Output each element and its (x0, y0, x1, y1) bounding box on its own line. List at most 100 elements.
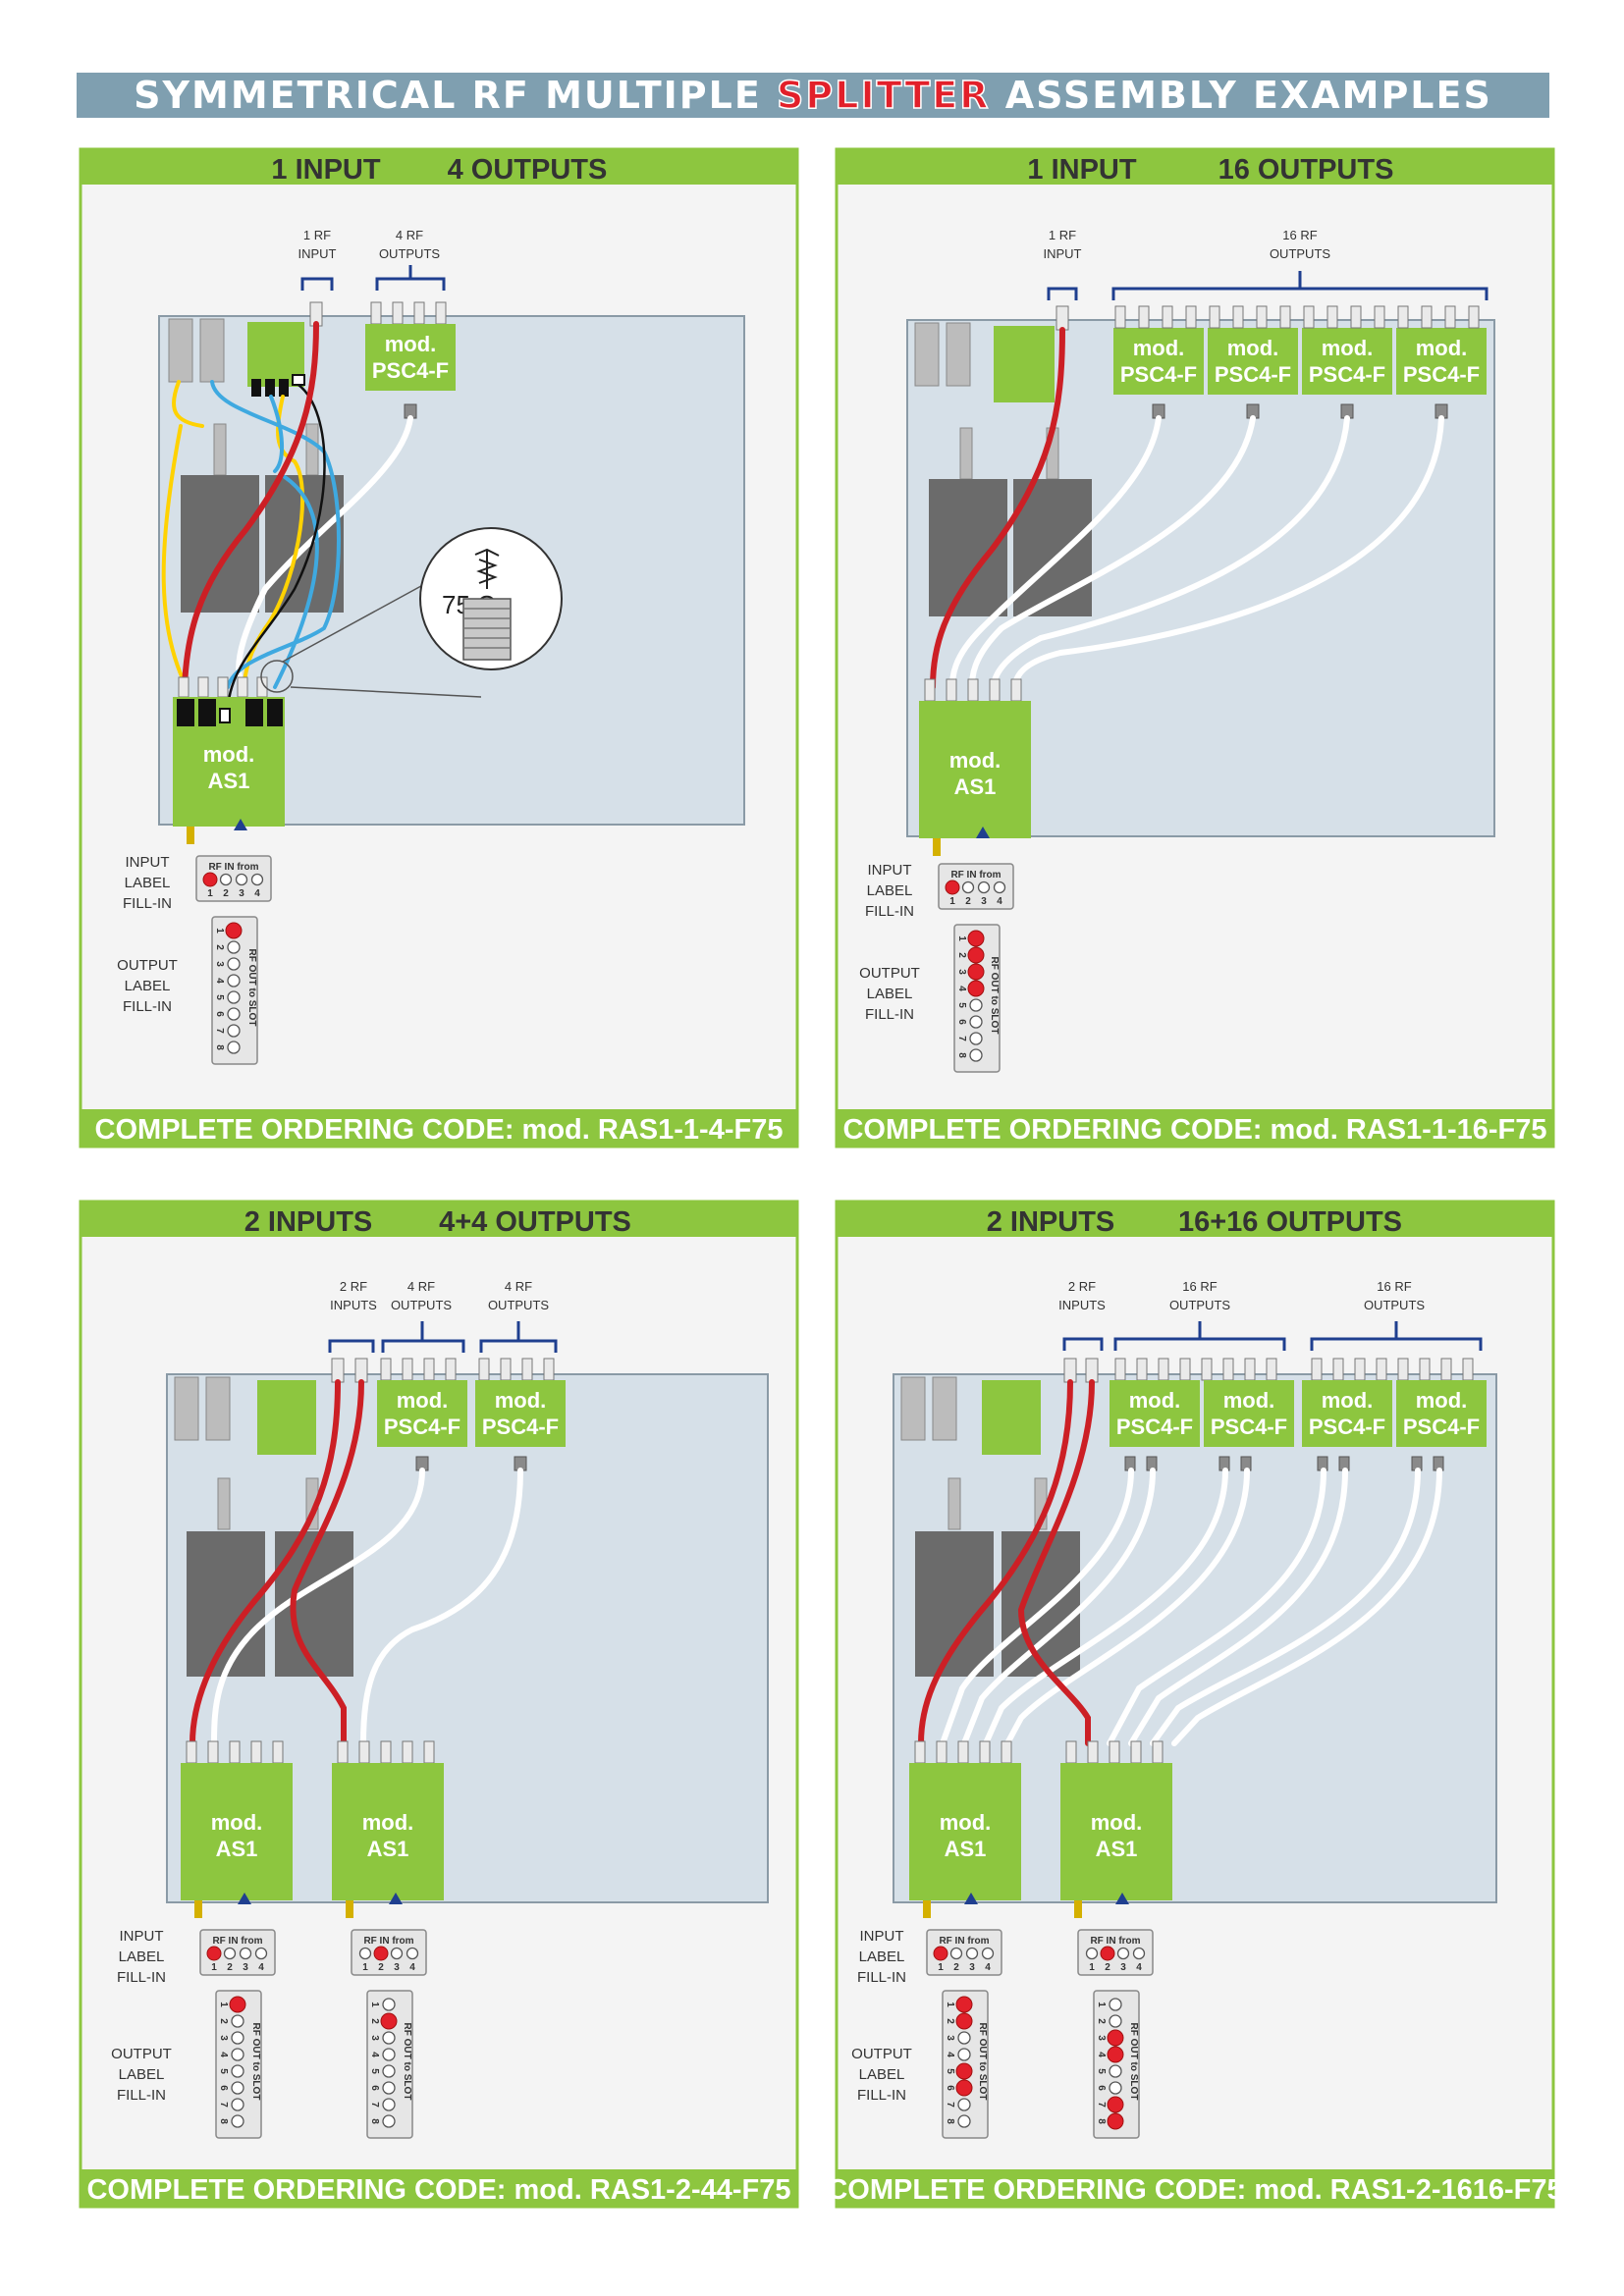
output-select-dot (227, 1024, 241, 1038)
panel-4-outputs-heading: 16+16 OUTPUTS (1178, 1206, 1402, 1238)
module-word: mod. (495, 1388, 547, 1413)
input-select-dot (1085, 1947, 1099, 1960)
cable-white (949, 415, 1162, 690)
output-select-dot (229, 1996, 246, 2013)
output-number: 5 (956, 1002, 967, 1008)
input-select-dot (250, 873, 264, 886)
arrow-up-icon (976, 827, 990, 838)
connector (1350, 305, 1362, 329)
outputs-bracket (1111, 271, 1489, 300)
rf-outputs-label-line1: 16 RF (1282, 228, 1317, 242)
rf-input-connector (331, 1358, 345, 1383)
rf-input-connector (1063, 1358, 1077, 1383)
connector (1185, 305, 1197, 329)
module-name: PSC4-F (1120, 362, 1197, 387)
cable-white (236, 415, 413, 680)
as1-connectors (924, 678, 1022, 702)
output-number: 2 (1096, 2018, 1107, 2024)
module-word: mod. (1416, 336, 1468, 360)
cable-red (1017, 1379, 1095, 1746)
input-label-text: INPUT (120, 1928, 164, 1945)
connector (521, 1358, 533, 1381)
output-label-text: OUTPUT (851, 2046, 912, 2062)
connector (1444, 305, 1456, 329)
output-select-dot (1109, 2064, 1122, 2078)
rf-input-connector (354, 1358, 368, 1383)
module-word: mod. (1129, 1388, 1181, 1413)
connector (423, 1740, 435, 1764)
connector (957, 1740, 969, 1764)
output-number: 1 (218, 2002, 229, 2007)
module-name: AS1 (1096, 1837, 1138, 1861)
rf-in-from-text: RF IN from (950, 870, 1001, 881)
output-number: 3 (214, 961, 225, 967)
panel-1: 1 INPUT 4 OUTPUTS 1 RF INPUT 4 RF OUTPUT… (79, 147, 799, 1148)
output-select-dot (955, 2079, 973, 2097)
output-select-dot (957, 2048, 971, 2061)
input-select-dot (202, 872, 218, 887)
connector (380, 1358, 392, 1381)
input-number: 4 (1136, 1962, 1142, 1973)
output-label-text: FILL-IN (117, 2087, 166, 2104)
input-number: 3 (1120, 1962, 1126, 1973)
output-number: 8 (956, 1052, 967, 1058)
output-number: 7 (956, 1036, 967, 1041)
output-select-dot (382, 2081, 396, 2095)
rf-outputs-label-line2: OUTPUTS (1364, 1298, 1425, 1312)
as1-output-pin (194, 1900, 202, 1918)
connector (914, 1740, 926, 1764)
rf-out-to-slot-text: RF OUT to SLOT (250, 2023, 261, 2101)
output-number: 1 (1096, 2002, 1107, 2007)
output-number: 8 (214, 1044, 225, 1050)
as1-connector (197, 676, 209, 698)
rf-inputs-label-line1: 2 RF (1068, 1279, 1096, 1294)
output-number: 4 (369, 2052, 380, 2057)
output-number: 5 (1096, 2068, 1107, 2074)
cable-white (991, 415, 1350, 690)
output-select-dot (1107, 2096, 1124, 2113)
fan (900, 1376, 926, 1441)
inputs-bracket (1062, 1337, 1104, 1351)
connector (1010, 678, 1022, 702)
inputs-bracket (328, 1339, 375, 1353)
rf-input-label-line2: INPUT (298, 246, 337, 261)
input-number: 4 (254, 888, 260, 899)
rf-in-from-text: RF IN from (939, 1936, 989, 1947)
input-number: 1 (938, 1962, 944, 1973)
psu-connector (213, 423, 227, 476)
arrow-up-icon (1115, 1893, 1129, 1904)
psc4f-module (475, 1380, 566, 1447)
input-select-dot (254, 1947, 268, 1960)
arrow-up-icon (389, 1893, 403, 1904)
rf-in-from-text: RF IN from (208, 862, 258, 873)
terminal-white (219, 708, 231, 723)
panel-3-ordering-code: COMPLETE ORDERING CODE: mod. RAS1-2-44-F… (86, 2174, 790, 2206)
rf-inputs-label-line2: INPUTS (1058, 1298, 1106, 1312)
rf-out-to-slot-text: RF OUT to SLOT (977, 2023, 988, 2101)
rf-inputs-label-line2: INPUTS (330, 1298, 377, 1312)
module-name: PSC4-F (1211, 1415, 1287, 1439)
output-select-dot (231, 2098, 244, 2111)
rf-out-to-slot-text: RF OUT to SLOT (246, 949, 257, 1027)
output-number: 1 (369, 2002, 380, 2007)
as1-connector (217, 676, 229, 698)
output-select-dot (955, 2062, 973, 2080)
connector (445, 1358, 457, 1381)
psu-connector (217, 1477, 231, 1530)
cable-red (930, 327, 1065, 690)
output-number: 1 (945, 2002, 955, 2007)
module-name: PSC4-F (1309, 362, 1385, 387)
connector (543, 1358, 555, 1381)
input-number: 4 (409, 1962, 415, 1973)
output-select-dot (1109, 2014, 1122, 2028)
rf-outputs-label-line2: OUTPUTS (391, 1298, 452, 1312)
output-number: 7 (945, 2102, 955, 2108)
output-label-text: LABEL (119, 2066, 165, 2083)
connector (207, 1740, 219, 1764)
input-select-dot (961, 881, 975, 894)
output-select-dot (969, 1015, 983, 1029)
connector (1279, 305, 1291, 329)
